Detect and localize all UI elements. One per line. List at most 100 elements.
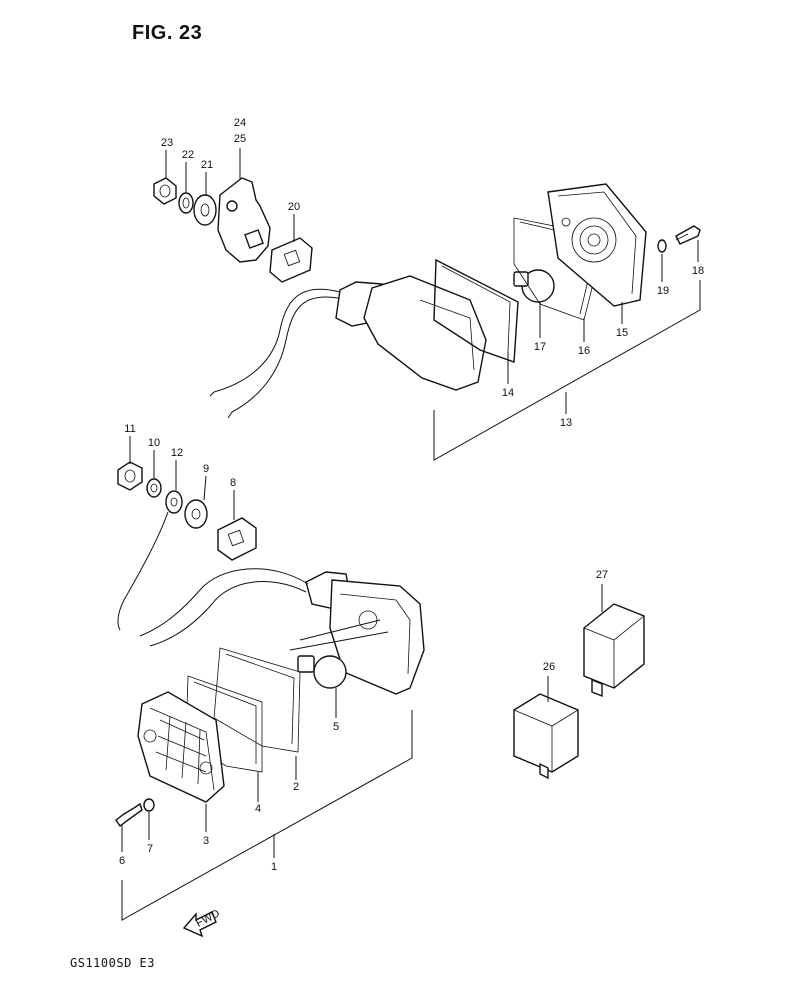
callout-9: 9	[203, 463, 209, 475]
nut-23-hole	[159, 184, 171, 198]
callout-23: 23	[161, 137, 173, 149]
relay-26	[513, 676, 579, 780]
grommet-8	[217, 517, 257, 561]
callout-17: 17	[534, 341, 546, 353]
callout-21: 21	[201, 159, 213, 171]
callout-11: 11	[124, 423, 135, 435]
washer-19	[657, 239, 667, 253]
ground-wire	[117, 511, 169, 631]
nut-23	[153, 177, 177, 205]
upper-turn-signal-assembly	[153, 177, 701, 419]
model-code: GS1100SD E3	[70, 956, 155, 970]
gasket-14-inner	[441, 265, 511, 353]
callout-16: 16	[578, 345, 590, 357]
lens-15-edge	[557, 191, 637, 295]
callout-26: 26	[543, 661, 555, 673]
callout-13: 13	[560, 417, 572, 429]
washer-21	[193, 194, 217, 226]
terminal-12-hole	[170, 497, 178, 507]
callout-5: 5	[333, 721, 339, 733]
callout-22: 22	[182, 149, 194, 161]
lock-washer-22	[178, 192, 194, 214]
callout-7: 7	[147, 843, 153, 855]
lens-15-ring-c	[587, 233, 601, 247]
washer-9	[184, 499, 208, 529]
lens-15-screw-hole	[561, 217, 571, 227]
lens-15-ring-a	[571, 217, 617, 263]
wire-upper-a	[213, 288, 341, 393]
lens-3-hole-a	[143, 729, 157, 743]
lower-housing-rim	[339, 593, 411, 675]
grommet-20-hole	[283, 249, 301, 267]
bulb-17-base	[513, 271, 529, 287]
washer-21-hole	[200, 203, 210, 217]
wire-lower-b	[149, 581, 307, 647]
callout-8: 8	[230, 477, 236, 489]
callout-12: 12	[171, 447, 183, 459]
bulb-5-base	[297, 655, 315, 673]
relay-27-terminal	[591, 678, 603, 698]
housing-rim	[419, 299, 475, 371]
wire-upper-terminals	[209, 391, 233, 419]
relay-26-edges	[513, 709, 579, 772]
grommet-20	[269, 237, 313, 283]
wire-upper-b	[231, 296, 339, 413]
callout-14: 14	[502, 387, 514, 399]
lock-washer-10-hole	[150, 483, 158, 493]
upper-leader-lines	[165, 148, 701, 461]
callout-19: 19	[657, 285, 669, 297]
gasket-14	[433, 258, 519, 363]
screw-18	[675, 225, 701, 245]
lens-3	[137, 691, 225, 803]
nut-11-hole	[124, 469, 136, 483]
terminal-12	[165, 490, 183, 514]
lock-washer-10	[146, 478, 162, 498]
bulb-socket	[358, 610, 378, 630]
gasket-4-inner	[193, 681, 257, 764]
bracket-slot	[244, 229, 264, 249]
nut-11	[117, 461, 143, 491]
bulb-5	[313, 655, 347, 689]
figure-title: FIG. 23	[132, 22, 203, 44]
bracket-hole	[226, 200, 238, 212]
callout-6: 6	[119, 855, 125, 867]
washer-7	[143, 798, 155, 812]
callout-15: 15	[616, 327, 628, 339]
lens-3-grid	[155, 715, 207, 785]
relay-27-edges	[583, 615, 645, 688]
relay-26-terminal	[539, 762, 549, 780]
lens-3-hole-b	[199, 761, 213, 775]
callout-25: 25	[234, 133, 246, 145]
callout-labels: 1 2 3 4 5 6 7 8 9 10 11 12 13 14 15 16 1…	[119, 117, 704, 873]
relay-26-body	[513, 693, 579, 773]
lamp-housing-lower	[329, 579, 425, 695]
callout-27: 27	[596, 569, 608, 581]
mount-bracket	[217, 177, 271, 263]
callout-10: 10	[148, 437, 160, 449]
bulb-insertion-line-b	[299, 619, 381, 641]
callout-2: 2	[293, 781, 299, 793]
gasket-2-inner	[225, 653, 295, 745]
screw-6	[115, 802, 143, 828]
callout-4: 4	[255, 803, 261, 815]
bulb-insertion-line-a	[289, 631, 389, 651]
screw-18-thread	[675, 233, 689, 241]
lower-turn-signal-assembly	[115, 461, 425, 828]
callout-24: 24	[234, 117, 246, 129]
callout-3: 3	[203, 835, 209, 847]
relay-27	[583, 584, 645, 698]
gasket-2	[213, 647, 301, 753]
lens-15-ring-b	[579, 225, 609, 255]
grommet-8-hole	[227, 529, 245, 547]
lock-washer-22-hole	[182, 197, 190, 209]
lamp-housing-upper	[363, 275, 487, 391]
callout-1: 1	[271, 861, 277, 873]
wire-lower-a	[139, 568, 309, 637]
lower-leader-lines	[121, 436, 413, 921]
washer-9-hole	[191, 508, 201, 520]
callout-18: 18	[692, 265, 704, 277]
fwd-arrow-icon: FWD	[182, 907, 222, 938]
callout-20: 20	[288, 201, 300, 213]
